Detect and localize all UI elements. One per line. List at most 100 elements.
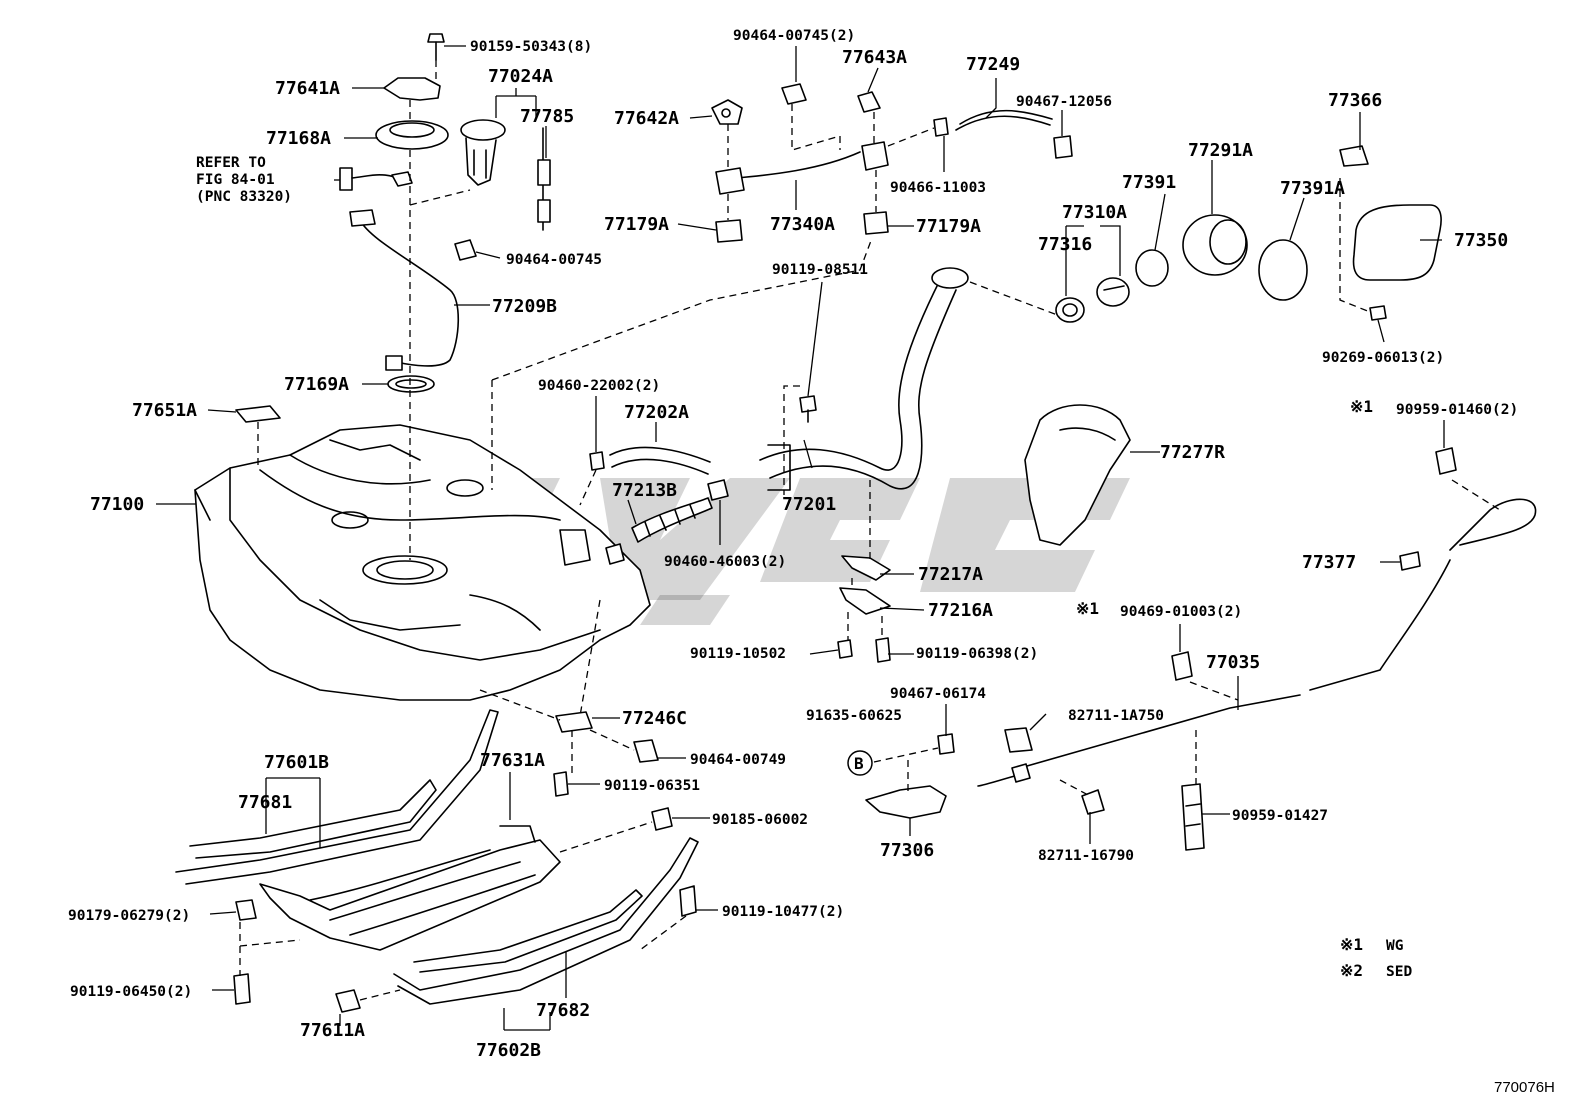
label-82711-1A750: 82711-1A750 (1068, 708, 1164, 724)
label-77179A-left: 77179A (604, 214, 669, 235)
label-90119-06450: 90119-06450(2) (70, 984, 192, 1000)
label-90469-01003: 90469-01003(2) (1120, 604, 1242, 620)
figure-code: 770076H (1494, 1079, 1555, 1096)
hose-77213B (631, 497, 713, 543)
legend-note2-mark: ※2 (1340, 961, 1363, 980)
label-77602B: 77602B (476, 1040, 541, 1061)
marker-b-letter: B (854, 754, 864, 773)
bracket-77216A (839, 587, 891, 615)
label-90119-06351: 90119-06351 (604, 778, 700, 794)
cap-77291A (1182, 214, 1248, 276)
label-77291A: 77291A (1188, 140, 1253, 161)
fuel-pump-77024A (460, 119, 506, 186)
label-90119-06398: 90119-06398(2) (916, 646, 1038, 662)
retainer-77641A (383, 77, 441, 101)
lever-77306 (865, 785, 947, 819)
label-77316: 77316 (1038, 234, 1092, 255)
label-77682: 77682 (536, 1000, 590, 1021)
bolt-90119-08511 (799, 395, 817, 423)
label-77391A: 77391A (1280, 178, 1345, 199)
hinge-77366 (1339, 145, 1369, 167)
clip-90469-01003 (1171, 651, 1193, 681)
sender-gauge-77785 (537, 127, 551, 231)
band-77601B (175, 709, 499, 885)
label-77216A: 77216A (928, 600, 993, 621)
screw-90269-06013 (1369, 305, 1387, 321)
bolt-90119-06398 (875, 637, 891, 663)
legend-note1-mark: ※1 (1340, 935, 1363, 954)
label-77169A: 77169A (284, 374, 349, 395)
label-90119-08511: 90119-08511 (772, 262, 868, 278)
bolt-90119-06351 (553, 771, 569, 797)
label-77209B: 77209B (492, 296, 557, 317)
label-77168A: 77168A (266, 128, 331, 149)
label-77277R: 77277R (1160, 442, 1225, 463)
protector-77631A (259, 825, 561, 951)
label-77350: 77350 (1454, 230, 1508, 251)
legend-note2-text: SED (1386, 964, 1412, 980)
legend-note1-text: WG (1386, 938, 1403, 954)
label-77340A: 77340A (770, 214, 835, 235)
label-90269-06013: 90269-06013(2) (1322, 350, 1444, 366)
label-77035: 77035 (1206, 652, 1260, 673)
clamp-90467-12056 (1053, 135, 1073, 159)
bracket-77642A (711, 99, 743, 125)
label-77641A: 77641A (275, 78, 340, 99)
grommet-77179A-right (863, 211, 889, 235)
label-77681: 77681 (238, 792, 292, 813)
label-77391: 77391 (1122, 172, 1176, 193)
clip-90959-01460 (1435, 447, 1457, 475)
ring-77391A (1258, 239, 1308, 301)
fuel-tube-77209B (349, 209, 460, 371)
pad-77611A (335, 989, 361, 1013)
band-77602B (393, 837, 699, 1005)
label-77785: 77785 (520, 106, 574, 127)
fuel-lid-77350 (1352, 204, 1442, 281)
label-77024A: 77024A (488, 66, 553, 87)
label-90467-12056: 90467-12056 (1016, 94, 1112, 110)
clamp-90464-00745-2 (781, 83, 807, 105)
nut-90185-06002 (651, 807, 673, 831)
label-90466-11003: 90466-11003 (890, 180, 986, 196)
bolt-90119-06450 (233, 973, 251, 1005)
label-77377: 77377 (1302, 552, 1356, 573)
label-90179-06279: 90179-06279(2) (68, 908, 190, 924)
label-82711-16790: 82711-16790 (1038, 848, 1134, 864)
fuel-tank (194, 424, 651, 701)
label-77213B: 77213B (612, 480, 677, 501)
gasket-77316 (1055, 297, 1085, 323)
label-90460-46003: 90460-46003(2) (664, 554, 786, 570)
sensor-harness-refer (339, 167, 413, 191)
label-77202A: 77202A (624, 402, 689, 423)
bolt-90119-10477 (679, 885, 697, 917)
bracket-77217A (841, 555, 891, 581)
label-90119-10477: 90119-10477(2) (722, 904, 844, 920)
label-77642A: 77642A (614, 108, 679, 129)
vent-line-77340A (715, 141, 889, 195)
label-77643A: 77643A (842, 47, 907, 68)
label-90159-50343: 90159-50343(8) (470, 39, 592, 55)
label-refer-to: REFER TO (196, 155, 266, 171)
label-90119-10502: 90119-10502 (690, 646, 786, 662)
pad-77651A (235, 405, 281, 423)
label-91635-60625: 91635-60625 (806, 708, 902, 724)
clip-90467-06174 (937, 733, 955, 755)
label-90467-06174: 90467-06174 (890, 686, 986, 702)
clamp-90460-46003 (605, 479, 729, 565)
ring-77391 (1135, 249, 1169, 287)
bolt-90159-50343 (427, 33, 445, 61)
label-77246C: 77246C (622, 708, 687, 729)
clamp-77246C (555, 711, 593, 733)
bolt-90119-10502 (837, 639, 853, 659)
label-90185-06002: 90185-06002 (712, 812, 808, 828)
label-90464-00745: 90464-00745 (506, 252, 602, 268)
label-77601B: 77601B (264, 752, 329, 773)
clamp-90460-22002 (589, 451, 605, 471)
label-refer-pnc: (PNC 83320) (196, 189, 292, 205)
label-90464-00745-2: 90464-00745(2) (733, 28, 855, 44)
clamp-82711-16790 (1081, 789, 1105, 815)
label-refer-fig: FIG 84-01 (196, 172, 275, 188)
label-77651A: 77651A (132, 400, 197, 421)
label-77306: 77306 (880, 840, 934, 861)
